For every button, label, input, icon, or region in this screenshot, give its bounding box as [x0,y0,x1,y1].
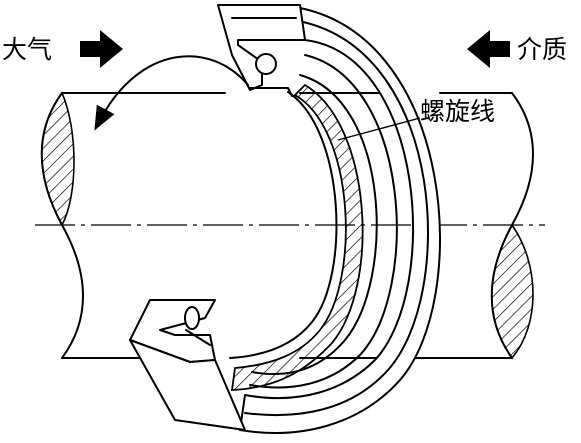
shaft-right-section [491,223,534,360]
seal-top-lip [249,87,293,97]
seal-bottom-casing [129,339,246,431]
right-arrow-icon [80,30,123,68]
seal-ring [129,4,441,434]
left-arrow-icon [467,30,510,68]
atmosphere-label: 大气 [2,35,52,64]
spiral-leader-line [337,117,421,141]
spiral-label: 螺旋线 [420,97,495,126]
shaft-left-section [41,91,75,227]
seal-lip-spiral-band [230,83,364,391]
seal-casing-line-2 [249,54,398,389]
seal-top-flange [217,4,306,91]
garter-spring-bottom [184,306,200,330]
seal-casing-line-1 [244,21,429,416]
garter-spring-top [255,53,277,75]
medium-label: 介质 [517,35,567,64]
shaft [35,91,545,360]
seal-lip-inner-edge [229,91,338,359]
seal-bottom-lip [185,329,211,346]
medium-indicator: 介质 [467,30,567,68]
atmosphere-indicator: 大气 [2,30,123,68]
curved-flow-arrow [94,55,249,131]
